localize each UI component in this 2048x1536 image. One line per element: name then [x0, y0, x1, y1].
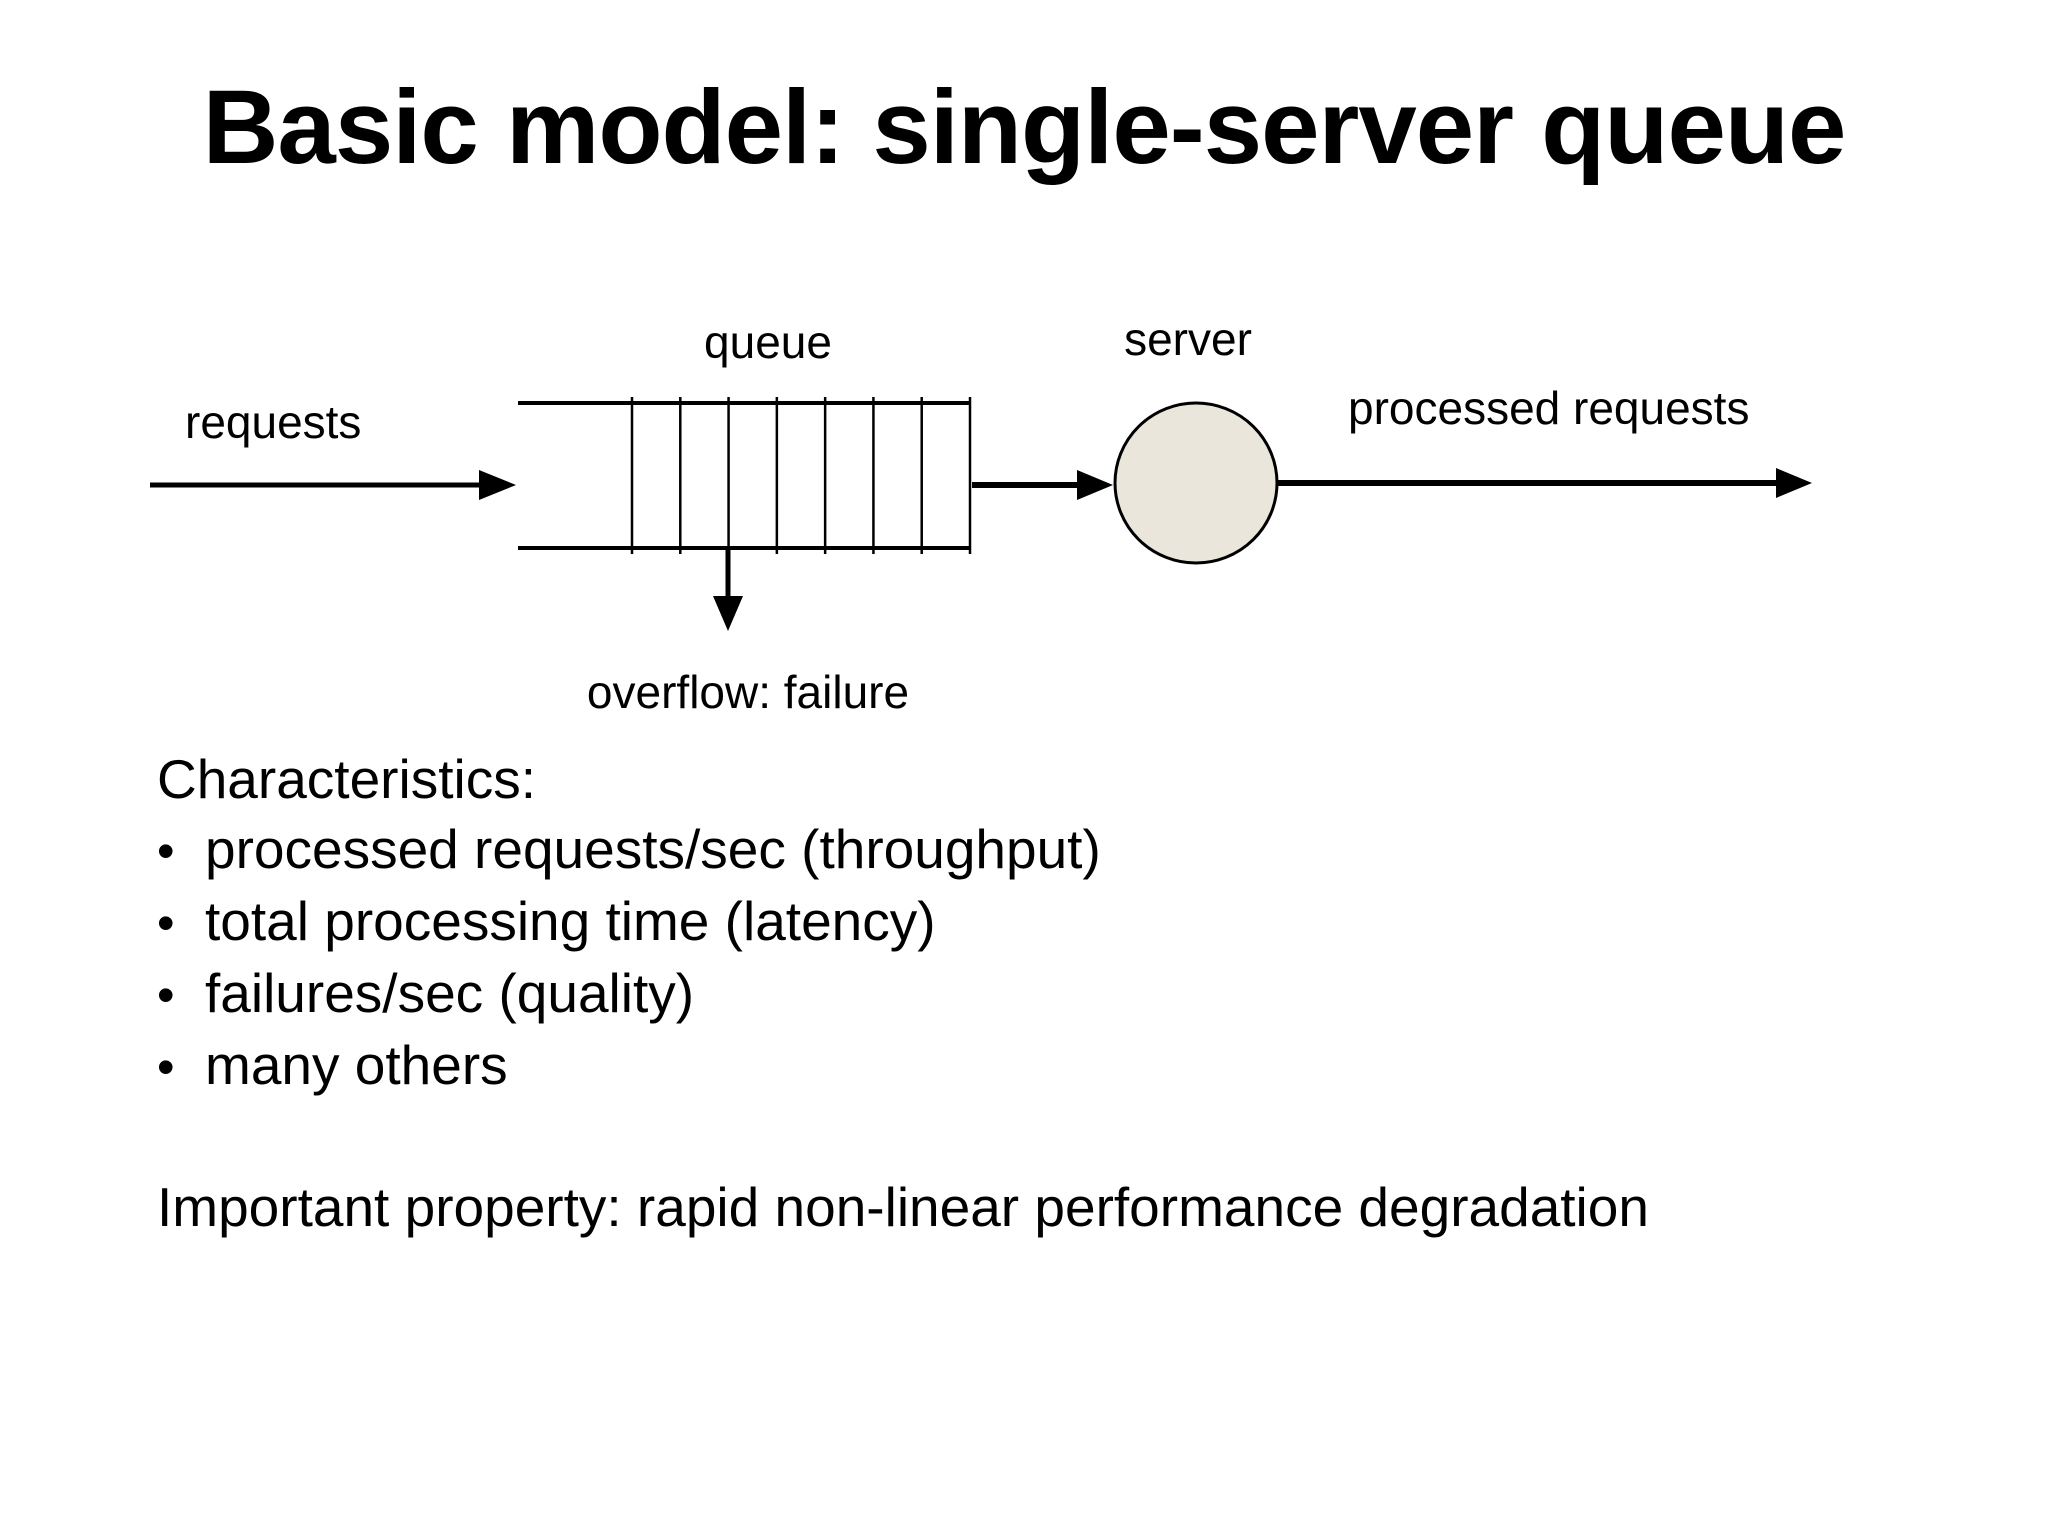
bullet-icon: • [157, 895, 175, 951]
characteristic-text: total processing time (latency) [205, 890, 936, 952]
queue-dividers [630, 397, 972, 554]
characteristics-heading: Characteristics: [157, 748, 536, 810]
overflow-arrow [713, 550, 743, 631]
queue-label: queue [704, 316, 832, 368]
important-property-note: Important property: rapid non-linear per… [157, 1176, 1649, 1238]
processed-requests-arrow [1278, 468, 1812, 498]
bullet-icon: • [157, 967, 175, 1023]
processed-requests-label: processed requests [1348, 382, 1750, 434]
characteristic-text: failures/sec (quality) [205, 962, 695, 1024]
characteristic-text: processed requests/sec (throughput) [205, 818, 1101, 880]
slide-title: Basic model: single-server queue [202, 69, 1847, 186]
requests-label: requests [185, 396, 362, 448]
bullet-icon: • [157, 823, 175, 879]
queue-to-server-arrow [972, 470, 1113, 500]
bullet-icon: • [157, 1039, 175, 1095]
characteristic-item: • many others [157, 1030, 1907, 1102]
characteristic-item: • total processing time (latency) [157, 886, 1907, 958]
overflow-label: overflow: failure [586, 666, 910, 718]
characteristic-item: • failures/sec (quality) [157, 958, 1907, 1030]
server-circle [1113, 401, 1279, 565]
requests-arrow [150, 470, 516, 500]
queue-box [518, 397, 972, 554]
characteristics-list: • processed requests/sec (throughput) • tot… [157, 814, 1907, 1102]
server-label: server [1124, 313, 1252, 365]
characteristic-text: many others [205, 1034, 508, 1096]
characteristic-item: • processed requests/sec (throughput) [157, 814, 1907, 886]
characteristics-block: Characteristics: • processed requests/sec… [157, 744, 1907, 1242]
